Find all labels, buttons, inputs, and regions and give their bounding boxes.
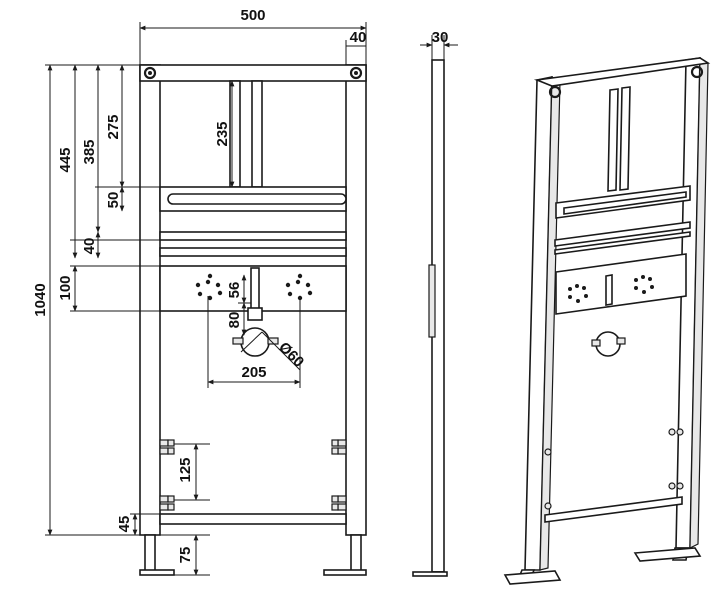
right-side-screws <box>331 439 347 511</box>
cross-rail-2 <box>159 247 347 257</box>
left-foot-leg <box>144 534 156 573</box>
dim-125: 125 <box>177 457 194 482</box>
right-foot-leg <box>350 534 362 573</box>
dim-45: 45 <box>116 516 133 533</box>
perspective-foot-right <box>633 547 702 562</box>
dim-40: 40 <box>81 238 98 255</box>
dim-diameter: Ø60 <box>275 339 307 371</box>
top-right-mount-hole <box>349 66 363 80</box>
side-foot <box>412 571 448 577</box>
dim-500: 500 <box>240 7 265 24</box>
right-post <box>345 64 367 536</box>
dim-80: 80 <box>226 312 243 329</box>
drain-pipe-clamp <box>240 327 270 357</box>
dim-385: 385 <box>81 139 98 164</box>
slot <box>167 193 347 205</box>
pipe-holder-rod <box>250 267 260 311</box>
top-rail <box>139 64 367 82</box>
dim-205: 205 <box>241 364 266 381</box>
dim-50: 50 <box>105 192 122 209</box>
front-view: 500 40 1040 445 385 275 50 40 100 235 56… <box>32 7 367 576</box>
dim-235: 235 <box>214 121 231 146</box>
perspective-mounting-plate <box>555 253 687 315</box>
dim-100: 100 <box>57 275 74 300</box>
dim-75: 75 <box>177 547 194 564</box>
left-side-screws <box>159 439 175 511</box>
dim-445: 445 <box>57 147 74 172</box>
dim-30: 30 <box>432 29 449 46</box>
left-post <box>139 64 161 536</box>
dim-275: 275 <box>105 114 122 139</box>
dimension-lines <box>45 22 367 576</box>
side-view: 30 <box>412 29 458 577</box>
bolt-pattern-left <box>195 273 223 301</box>
left-foot-plate <box>139 569 175 576</box>
dim-1040: 1040 <box>32 283 49 316</box>
perspective-foot-left <box>503 570 562 585</box>
inner-strut-right <box>251 80 263 188</box>
perspective-bottom-rail <box>544 496 683 523</box>
bolt-pattern-right <box>285 273 313 301</box>
top-left-mount-hole <box>143 66 157 80</box>
bottom-rail <box>159 513 347 525</box>
dim-56: 56 <box>226 282 243 299</box>
right-foot-plate <box>323 569 367 576</box>
dim-40-top: 40 <box>350 29 367 46</box>
perspective-top-rail <box>533 57 711 87</box>
perspective-view <box>503 56 711 585</box>
cross-rail-1 <box>159 231 347 241</box>
